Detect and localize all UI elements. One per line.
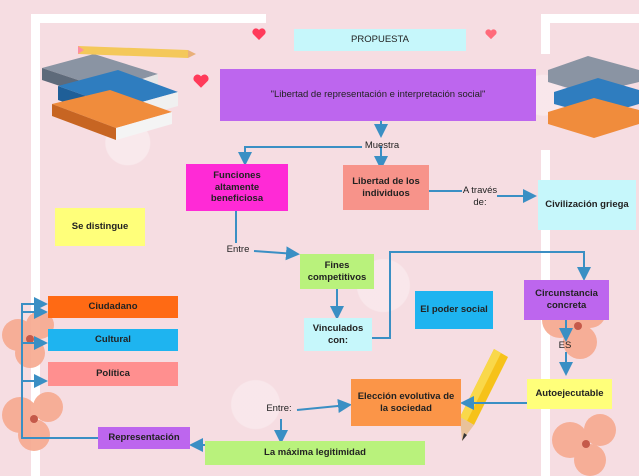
heart-icon [485,29,497,40]
node-maxima-legitimidad: La máxima legitimidad [205,441,425,465]
books-illustration-right [548,56,639,138]
frame-right-top-bar [541,14,639,23]
node-circunstancia: Circunstancia concreta [524,280,609,320]
node-eleccion: Elección evolutiva de la sociedad [351,379,461,426]
heart-icon [252,28,266,40]
node-se-distingue: Se distingue [55,208,145,246]
node-vinculados: Vinculados con: [304,318,372,351]
node-politica: Política [48,362,178,386]
node-fines-competitivos: Fines competitivos [300,254,374,289]
label-entre-2: Entre: [266,403,292,414]
label-es: ES [558,340,572,351]
books-illustration [42,46,196,140]
node-autoejecutable: Autoejecutable [527,379,612,409]
node-cultural: Cultural [48,329,178,351]
node-propuesta: PROPUESTA [294,29,466,51]
node-funciones: Funciones altamente beneficiosa [186,164,288,211]
node-ciudadano: Ciudadano [48,296,178,318]
label-a-traves: A través de: [462,185,498,208]
heart-icon [193,74,209,88]
node-libertad-individuos: Libertad de los individuos [343,165,429,210]
frame-right-top [541,14,550,54]
node-civilizacion: Civilización griega [538,180,636,230]
node-libertad-representacion: "Libertad de representación e interpreta… [220,69,536,121]
frame-left [31,14,40,476]
label-entre-1: Entre [226,244,250,255]
node-representacion: Representación [98,427,190,449]
label-muestra: Muestra [364,140,400,151]
frame-top [31,14,266,23]
node-el-poder: El poder social [415,291,493,329]
